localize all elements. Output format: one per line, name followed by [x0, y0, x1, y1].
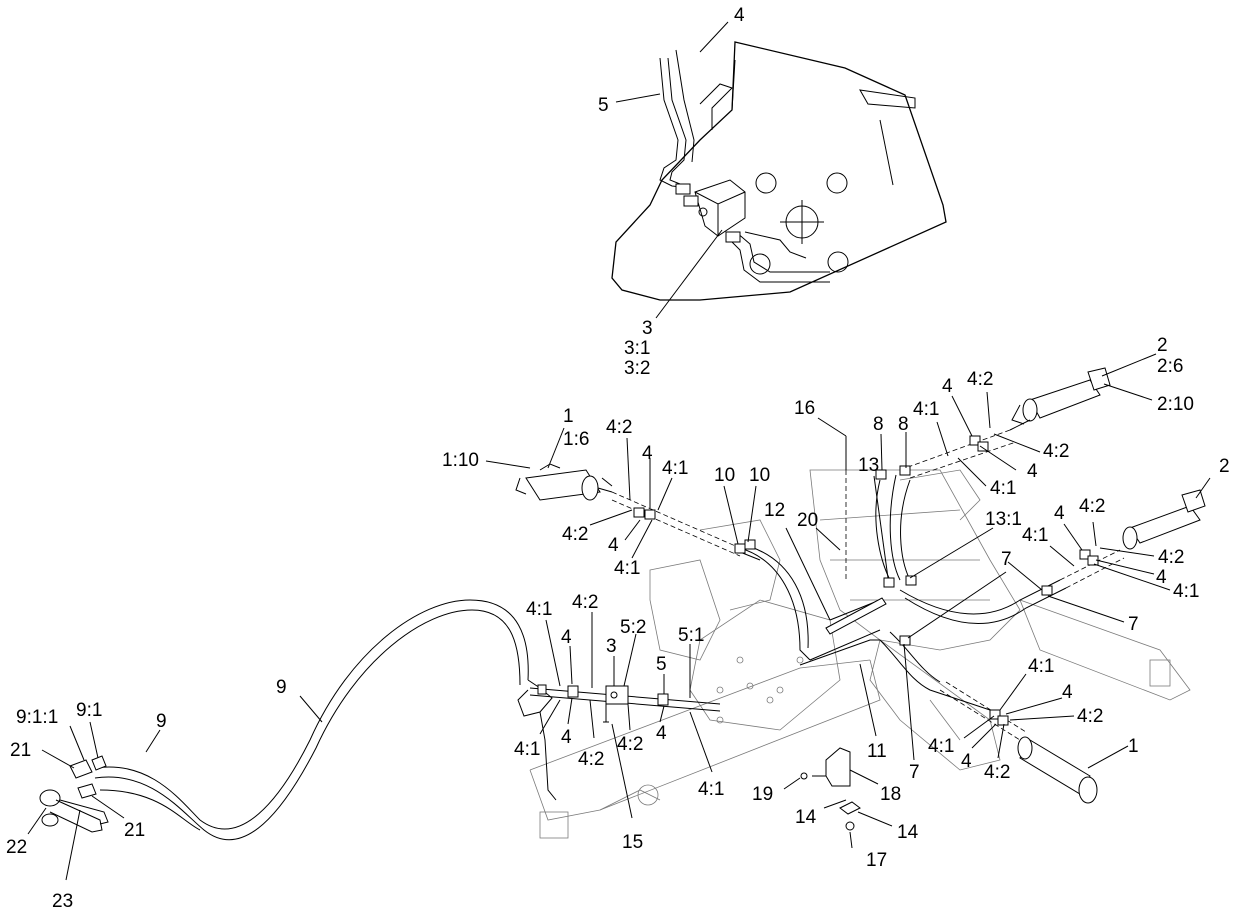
callout-21b: 21 — [124, 820, 145, 841]
cylinder-left — [515, 463, 613, 501]
callout-rc-42b: 4:2 — [984, 762, 1010, 783]
callout-top-5: 5 — [598, 95, 609, 116]
callout-9b: 9 — [156, 711, 167, 732]
callout-10a: 10 — [714, 465, 735, 486]
callout-l1: 1 — [563, 406, 574, 427]
callout-19: 19 — [752, 784, 773, 805]
callout-13: 13 — [858, 455, 879, 476]
callout-2: 2 — [1157, 335, 1168, 356]
callout-la-4: 4 — [642, 443, 653, 464]
callout-7c: 7 — [909, 762, 920, 783]
callout-m41a: 4:1 — [526, 599, 552, 620]
callout-7b: 7 — [1128, 614, 1139, 635]
callout-ra-41a: 4:1 — [913, 399, 939, 420]
callout-ra-41b: 4:1 — [990, 478, 1016, 499]
callout-12: 12 — [764, 500, 785, 521]
callout-23: 23 — [52, 891, 73, 912]
callout-top-4: 4 — [734, 5, 745, 26]
fittings — [39, 435, 1099, 833]
callout-r1: 1 — [1128, 736, 1139, 757]
callout-17: 17 — [866, 850, 887, 871]
callout-8a: 8 — [873, 414, 884, 435]
callout-2-10: 2:10 — [1157, 394, 1194, 415]
main-frame — [529, 469, 1191, 839]
callout-ra-42a: 4:2 — [967, 369, 993, 390]
cylinder-right-low — [1017, 736, 1098, 804]
callout-2-6: 2:6 — [1157, 356, 1183, 377]
callout-m42a: 4:2 — [572, 592, 598, 613]
callout-labels: 4 5 3 3:1 3:2 1 1:6 1:10 4:2 4 4:1 4:2 4… — [6, 5, 1230, 912]
callout-m3: 3 — [606, 636, 617, 657]
callout-9-1-1: 9:1:1 — [16, 707, 58, 728]
leader-lines — [27, 21, 1211, 881]
callout-22: 22 — [6, 837, 27, 858]
callout-rb-4b: 4 — [1156, 567, 1167, 588]
callout-8b: 8 — [898, 414, 909, 435]
callout-rc-41a: 4:1 — [1028, 656, 1054, 677]
callout-16: 16 — [794, 398, 815, 419]
callout-2b: 2 — [1219, 456, 1230, 477]
callout-ra-42b: 4:2 — [1043, 441, 1069, 462]
callout-l1-10: 1:10 — [442, 450, 479, 471]
callout-rc-4a: 4 — [1062, 682, 1073, 703]
callout-m4a: 4 — [561, 627, 572, 648]
callout-la-41: 4:1 — [662, 458, 688, 479]
callout-20: 20 — [797, 510, 818, 531]
callout-l1-6: 1:6 — [563, 429, 589, 450]
callout-rb-41b: 4:1 — [1173, 581, 1199, 602]
callout-lb-4: 4 — [608, 535, 619, 556]
callout-ra-4b: 4 — [1027, 461, 1038, 482]
callout-11: 11 — [867, 741, 887, 762]
callout-la-42: 4:2 — [606, 417, 632, 438]
callout-10b: 10 — [749, 465, 770, 486]
callout-21a: 21 — [10, 740, 31, 761]
callout-m52: 5:2 — [620, 617, 646, 638]
callout-9-1: 9:1 — [76, 700, 102, 721]
callout-m41c: 4:1 — [698, 779, 724, 800]
callout-top-3-2: 3:2 — [624, 358, 650, 379]
callout-13-1: 13:1 — [985, 509, 1022, 530]
callout-rb-4a: 4 — [1054, 503, 1065, 524]
callout-rc-42a: 4:2 — [1077, 706, 1103, 727]
callout-14a: 14 — [795, 807, 817, 828]
callout-m51: 5:1 — [678, 625, 704, 646]
callout-18: 18 — [880, 784, 901, 805]
callout-m4b: 4 — [561, 727, 572, 748]
cylinder-right-top — [1011, 367, 1111, 425]
callout-m42b: 4:2 — [578, 749, 604, 770]
callout-lb-41: 4:1 — [614, 558, 640, 579]
callout-rc-41b: 4:1 — [928, 736, 954, 757]
callout-rc-4b: 4 — [961, 751, 972, 772]
callout-m15: 15 — [622, 832, 643, 853]
callout-ra-4a: 4 — [942, 376, 953, 397]
callout-m4c: 4 — [656, 723, 667, 744]
callout-rb-42a: 4:2 — [1079, 496, 1105, 517]
callout-m41b: 4:1 — [514, 739, 540, 760]
callout-lb-42: 4:2 — [562, 524, 588, 545]
inset-plate-assembly — [611, 41, 947, 301]
cylinder-right-mid — [1122, 489, 1206, 550]
callout-14b: 14 — [897, 822, 919, 843]
callout-m42c: 4:2 — [617, 734, 643, 755]
hose-lines — [94, 419, 1125, 841]
callout-m5: 5 — [656, 654, 667, 675]
callout-9a: 9 — [276, 677, 287, 698]
callout-top-3: 3 — [642, 318, 653, 339]
callout-top-3-1: 3:1 — [624, 338, 650, 359]
callout-rb-41a: 4:1 — [1022, 525, 1048, 546]
callout-rb-42b: 4:2 — [1158, 547, 1184, 568]
callout-7a: 7 — [1001, 549, 1012, 570]
